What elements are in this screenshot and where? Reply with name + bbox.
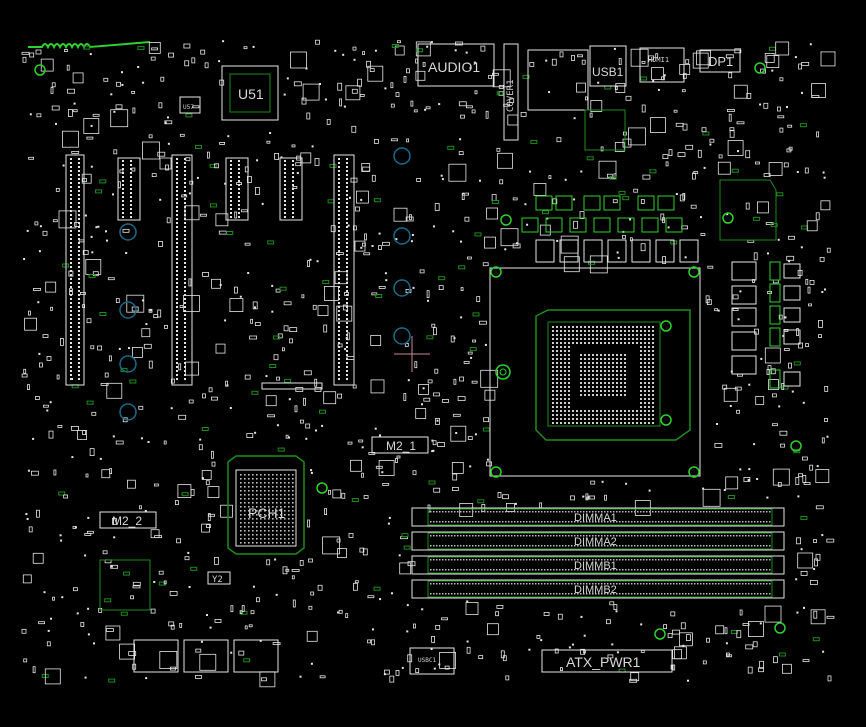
cursor-crosshair xyxy=(394,336,430,372)
hdmi-label: HDMI1 xyxy=(648,56,669,64)
pcie-slots xyxy=(65,154,355,390)
dimm-a1-slot[interactable]: DIMMA1 xyxy=(411,507,785,527)
y2-label: Y2 xyxy=(212,575,223,585)
cover-label: COVER1 xyxy=(506,79,516,112)
usbc-connector[interactable]: USBC1 xyxy=(409,647,455,675)
component-field xyxy=(21,39,836,688)
dimm-a2-label: DIMMA2 xyxy=(574,536,617,548)
dimm-a2-slot[interactable]: DIMMA2 xyxy=(411,531,785,551)
m2-1-slot[interactable]: M2_1 xyxy=(371,436,429,454)
dimm-b2-label: DIMMB2 xyxy=(574,584,617,596)
atx-label: ATX_PWR1 xyxy=(566,654,641,670)
cover-connector[interactable]: COVER1 xyxy=(503,43,519,141)
m2-1-label: M2_1 xyxy=(386,439,416,453)
dimm-pin-rows xyxy=(427,508,773,598)
top-left-green-trace xyxy=(28,41,151,50)
pch-label: PCH1 xyxy=(248,505,286,521)
atx-power-connector[interactable]: ATX_PWR1 xyxy=(541,649,673,673)
dp-connector[interactable]: DP1 xyxy=(699,49,741,73)
u57-chip[interactable]: U57 xyxy=(179,96,201,114)
u51-label: U51 xyxy=(238,86,264,102)
dp-label: DP1 xyxy=(708,54,733,69)
y2-crystal: Y2 xyxy=(207,571,231,585)
dimm-a1-label: DIMMA1 xyxy=(574,512,617,524)
vrm-components xyxy=(34,62,802,640)
usb-connector[interactable]: USB1 xyxy=(527,45,627,111)
usbc-label: USBC1 xyxy=(418,657,436,664)
u51-chip[interactable]: U51 xyxy=(221,65,279,121)
m2-2-slot[interactable]: M2_2 xyxy=(99,511,157,529)
pcie-pin-rows xyxy=(70,158,348,380)
mounting-holes xyxy=(119,147,411,421)
hdmi-connector[interactable]: HDMI1 xyxy=(639,47,685,83)
dimm-b1-slot[interactable]: DIMMB1 xyxy=(411,555,785,575)
cpu-socket[interactable] xyxy=(489,266,701,478)
m2-2-label: M2_2 xyxy=(112,514,142,528)
cpu-pin-grid xyxy=(552,326,654,424)
u57-label: U57 xyxy=(183,104,194,111)
pch-pin-grid xyxy=(240,474,294,544)
dimm-b1-label: DIMMB1 xyxy=(574,560,617,572)
dimm-b2-slot[interactable]: DIMMB2 xyxy=(411,579,785,599)
pch-chip[interactable]: PCH1 xyxy=(227,455,328,555)
usb-label: USB1 xyxy=(592,65,624,79)
bottom-usb-headers xyxy=(133,639,279,673)
audio-label: AUDIO1 xyxy=(428,59,480,75)
audio-connector[interactable]: AUDIO1 xyxy=(417,43,495,87)
